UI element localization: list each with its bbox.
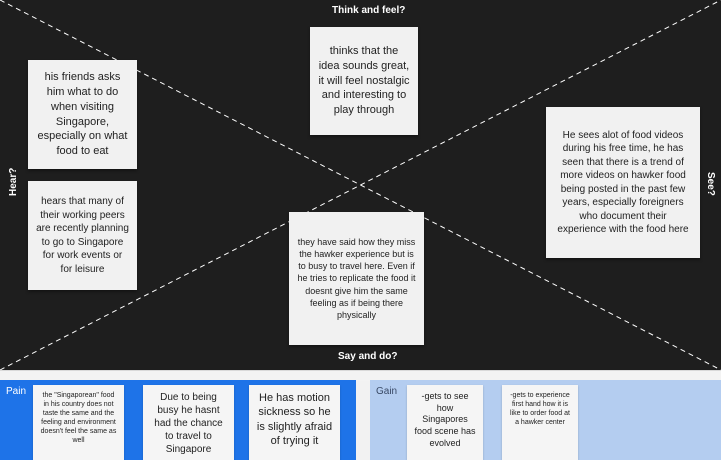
pain-sticky-2[interactable]: Due to being busy he hasnt had the chanc… — [143, 385, 234, 460]
gain-panel: Gain -gets to see how Singapores food sc… — [370, 380, 721, 460]
gain-title: Gain — [376, 386, 398, 397]
quadrant-label-hear: Hear? — [8, 167, 19, 196]
diagonal-line-up — [0, 0, 721, 370]
sticky-note-hear-friends[interactable]: his friends asks him what to do when vis… — [28, 60, 137, 169]
gain-sticky-1[interactable]: -gets to see how Singapores food scene h… — [407, 385, 483, 460]
sticky-note-think[interactable]: thinks that the idea sounds great, it wi… — [310, 27, 418, 135]
gain-sticky-2[interactable]: -gets to experience first hand how it is… — [502, 385, 578, 460]
quadrant-label-see: See? — [705, 172, 716, 196]
pain-sticky-1[interactable]: the "Singaporean" food in his country do… — [33, 385, 124, 460]
sticky-note-hear-peers[interactable]: hears that many of their working peers a… — [28, 181, 137, 290]
pain-sticky-3[interactable]: He has motion sickness so he is slightly… — [249, 385, 340, 460]
ruler-strip — [0, 370, 721, 381]
quadrant-label-say-do: Say and do? — [338, 351, 398, 362]
quadrant-label-think-feel: Think and feel? — [332, 5, 406, 16]
pain-panel: Pain the "Singaporean" food in his count… — [0, 380, 356, 460]
sticky-note-say[interactable]: they have said how they miss the hawker … — [289, 212, 424, 345]
empathy-map-board: Think and feel? Say and do? Hear? See? t… — [0, 0, 721, 370]
sticky-note-see[interactable]: He sees alot of food videos during his f… — [546, 107, 700, 258]
pain-title: Pain — [6, 386, 27, 397]
